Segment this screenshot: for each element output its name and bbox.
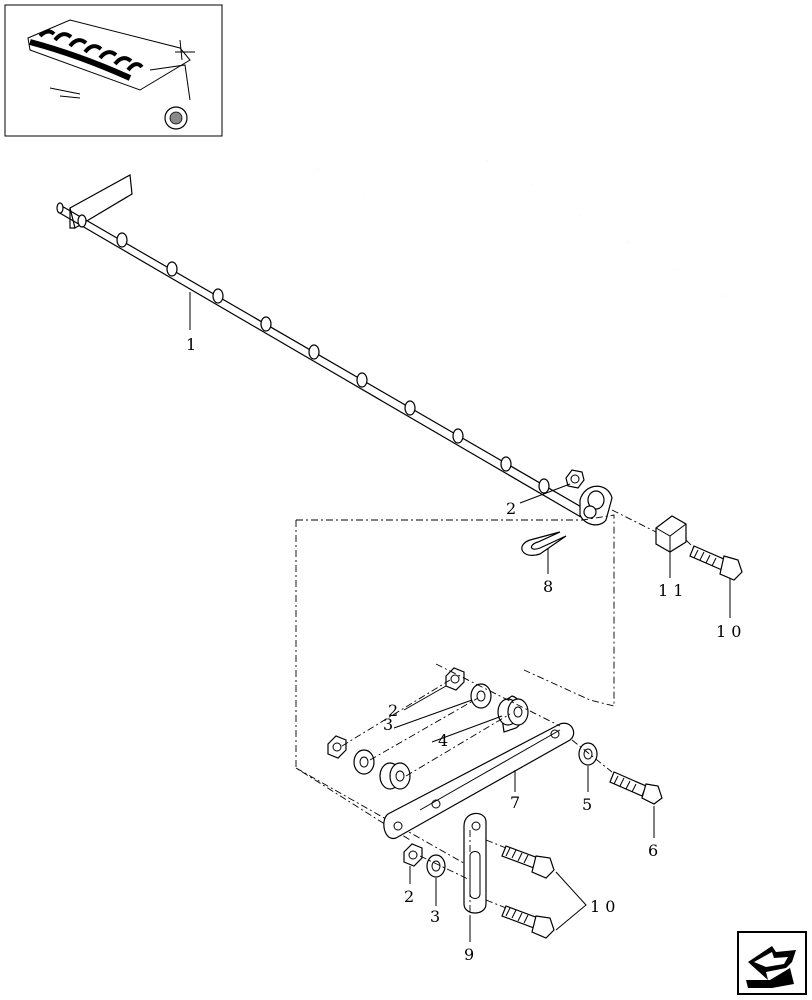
square-nut-11 (655, 515, 687, 553)
spacer-4-lower (379, 762, 411, 790)
rake-shaft-assembly (56, 158, 723, 526)
nut-2-top (565, 469, 585, 489)
link-bar-7 (383, 722, 575, 839)
callout-9: 9 (464, 945, 474, 964)
shaft-collars (116, 232, 550, 494)
spring-clip-8 (521, 531, 567, 556)
callout-2-low: 2 (404, 887, 414, 906)
callout-2-mid: 2 (388, 701, 398, 720)
callout-2-top: 2 (506, 499, 516, 518)
slotted-plate-9 (463, 812, 487, 914)
bolt-10-lower-a (501, 845, 555, 879)
nut-2-low (403, 843, 423, 867)
next-page-arrow-icon[interactable] (737, 931, 807, 995)
washer-5 (578, 742, 598, 766)
leader-lines (189, 292, 731, 942)
callout-7: 7 (510, 793, 520, 812)
callout-10-low: 1 0 (590, 897, 615, 916)
shaft-end-crank (579, 485, 613, 526)
bolt-10-top (689, 545, 743, 581)
callout-3-mid: 3 (383, 715, 393, 734)
callout-3-low: 3 (430, 907, 440, 926)
washer-3-left (353, 749, 375, 775)
lower-bracket-assembly (327, 663, 663, 939)
callouts: 1 2 8 1 1 1 0 2 3 4 7 5 6 2 3 9 1 0 (186, 335, 741, 964)
washer-3-mid (470, 683, 492, 709)
bolt-6 (609, 771, 663, 805)
callout-4: 4 (438, 731, 448, 750)
callout-5: 5 (582, 795, 592, 814)
rake-tines (165, 158, 723, 502)
callout-6: 6 (648, 841, 658, 860)
nut-2-mid (445, 667, 465, 691)
callout-11: 1 1 (658, 581, 683, 600)
thumbnail-locator (4, 4, 223, 137)
callout-1: 1 (186, 335, 196, 354)
callout-8: 8 (543, 577, 553, 596)
baler-pickup-thumbnail (27, 19, 195, 130)
bolt-10-lower-b (501, 905, 555, 939)
nut-2-left (327, 735, 347, 759)
washer-3-low (426, 854, 446, 878)
spacer-4-upper (497, 695, 529, 733)
callout-10-top: 1 0 (716, 622, 741, 641)
